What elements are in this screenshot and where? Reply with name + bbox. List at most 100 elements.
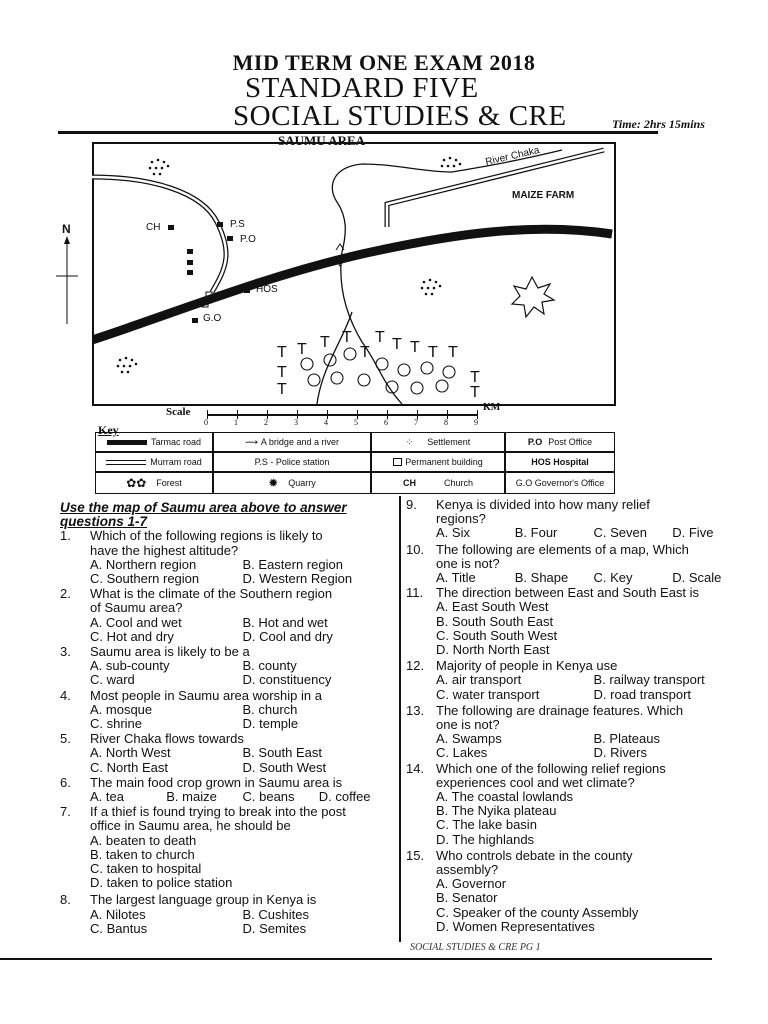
svg-text:T: T [277,344,287,361]
question-1: 1. Which of the following regions is like… [60,528,395,558]
page-footer: SOCIAL STUDIES & CRE PG 1 [410,942,541,953]
option-row: B. taken to church [60,847,395,862]
governor-office-label: G.O [203,313,222,324]
answer-option: B. Hot and wet [242,614,328,630]
answer-option: A. beaten to death [90,832,197,848]
question-number: 9. [406,497,417,512]
scale-tick [327,410,328,419]
scale-tick [237,410,238,419]
scale-tick-label: 0 [204,418,208,427]
question-text: one is not? [436,717,500,733]
option-row: B. Senator [406,891,751,905]
answer-option: D. temple [242,716,299,732]
scale-tick-label: 6 [384,418,388,427]
question-text: Kenya is divided into how many relief [436,497,650,512]
answer-option: A. Cool and wet [90,614,182,630]
key-title: Key [98,423,119,437]
question-text: The following are elements of a map, Whi… [436,541,689,557]
question-4: 4.Most people in Saumu area worship in a [60,688,395,703]
key-bridge: ⟿A bridge and a river [213,432,371,452]
svg-text:T: T [470,384,480,401]
answer-option: C. shrine [90,716,143,732]
question-text: Which one of the following relief region… [436,760,666,776]
answer-option: B. The Nyika plateau [436,803,557,819]
question-number: 12. [406,658,425,674]
answer-option: C. The lake basin [436,817,537,833]
hospital-label: HOS [256,284,278,295]
answer-option: C. Speaker of the county Assembly [436,904,639,920]
answer-option: A. North West [90,745,171,761]
answer-option: B. Plateaus [593,731,661,747]
answer-option: B. county [242,658,297,674]
answer-option: C. Key [593,570,633,586]
question-number: 11. [406,585,424,601]
svg-text:T: T [470,369,480,386]
svg-text:T: T [448,344,458,361]
map-instruction: Use the map of Saumu area above to answe… [60,500,347,515]
question-text: office in Saumu area, he should be [90,818,291,834]
option-row: C. The lake basin [406,818,751,832]
option-row: D. taken to police station [60,876,395,890]
question-number: 1. [60,528,71,544]
question-number: 6. [60,774,71,790]
question-number: 13. [406,702,425,718]
key-murram: Murram road [95,452,213,472]
question-text: River Chaka flows towards [90,731,244,747]
answer-option: A. Northern region [90,556,197,572]
answer-option: C. water transport [436,686,540,702]
question-10: 10.The following are elements of a map, … [406,541,751,571]
option-row: A. Governor [406,877,751,891]
question-text: Which of the following regions is likely… [90,528,323,544]
question-number: 2. [60,586,71,602]
scale-tick-label: 4 [324,418,328,427]
scale-tick [297,410,298,419]
scale-tick [357,410,358,419]
option-row: D. The highlands [406,831,751,847]
question-text: experiences cool and wet climate? [436,774,635,790]
column-divider [399,496,401,942]
answer-option: A. sub-county [90,658,170,674]
question-text: Who controls debate in the county [436,847,633,863]
svg-text:T: T [428,344,438,361]
answer-option: D. The highlands [436,831,535,847]
answer-option: C. Hot and dry [90,628,174,644]
option-row: C. Speaker of the county Assembly [406,904,751,920]
scale-tick [417,410,418,419]
key-tarmac: Tarmac road [95,432,213,452]
scale-tick [477,410,478,419]
answer-option: D. South West [242,759,327,775]
answer-option: A. tea [90,789,124,805]
svg-text:T: T [277,381,287,398]
question-number: 8. [60,892,71,908]
answer-option: D. Cool and dry [242,628,333,644]
answer-option: B. church [242,701,298,717]
exam-time: Time: 2hrs 15mins [612,117,705,131]
answer-option: B. Shape [514,570,569,586]
question-number: 15. [406,847,425,863]
question-text: Majority of people in Kenya use [436,658,618,674]
scale-tick-label: 7 [414,418,418,427]
answer-option: A. Six [436,525,470,541]
header-rule [58,131,658,134]
scale-unit: KM [483,402,501,413]
question-13: 13.The following are drainage features. … [406,702,751,733]
answer-option: A. Governor [436,876,507,892]
answer-option: A. East South West [436,599,549,615]
question-8: 8.The largest language group in Kenya is [60,893,395,907]
question-11: 11. The direction between East and South … [406,586,751,600]
question-text: If a thief is found trying to break into… [90,804,346,820]
map-key: Tarmac road ⟿A bridge and a river ⁘Settl… [95,432,615,494]
subject-title: SOCIAL STUDIES & CRE [233,100,567,132]
key-governor: G.O Governor's Office [505,472,615,494]
question-text: The direction between East and South Eas… [436,585,700,601]
option-row: A. East South West [406,600,751,614]
